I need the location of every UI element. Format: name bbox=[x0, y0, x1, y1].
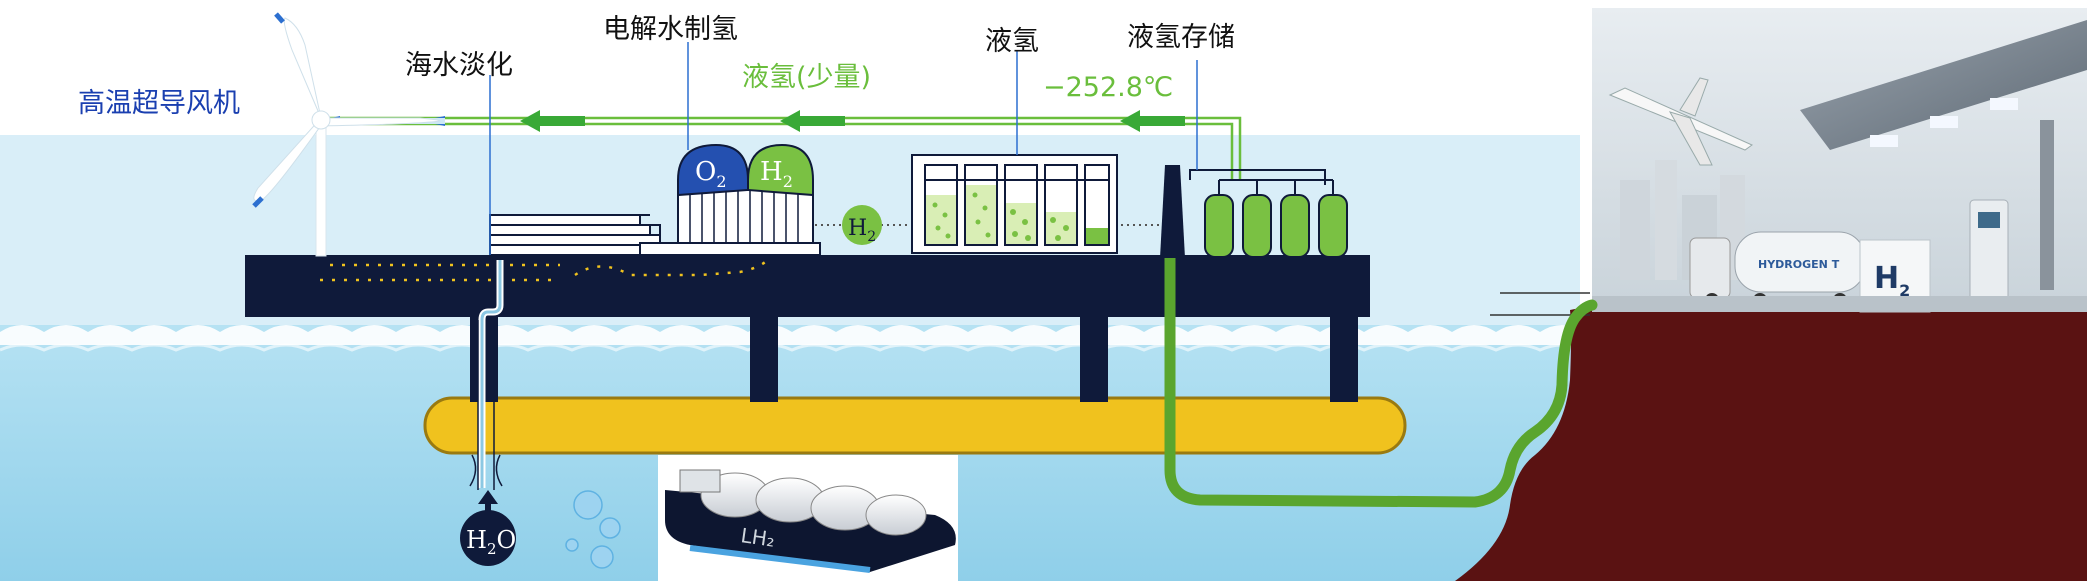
h2o-intake-marker: H2O bbox=[460, 490, 516, 566]
label-liquid-h2: 液氢 bbox=[985, 26, 1039, 57]
sea-waves-2 bbox=[0, 343, 1585, 352]
lh2-storage bbox=[1160, 165, 1348, 258]
land-h2-pipeline bbox=[1164, 249, 1598, 508]
liquefaction-unit bbox=[911, 154, 1118, 254]
sea-waves bbox=[0, 325, 1584, 345]
svg-text:H2O: H2O bbox=[466, 526, 516, 558]
wind-turbine bbox=[252, 12, 441, 257]
label-storage: 液氢存储 bbox=[1127, 22, 1235, 53]
land bbox=[1455, 307, 2087, 581]
label-temperature: −252.8℃ bbox=[1043, 72, 1173, 103]
o2-tank-label: O2 bbox=[695, 157, 727, 191]
ship-lh2-marking: LH₂ bbox=[739, 523, 776, 552]
intake-bracket bbox=[469, 454, 503, 487]
h2-molecule-marker: H2 bbox=[842, 205, 882, 245]
truck-label: HYDROGEN T bbox=[1758, 258, 1840, 271]
lh2-return-line bbox=[320, 116, 1242, 180]
pontoon bbox=[423, 396, 1407, 455]
svg-text:H2: H2 bbox=[848, 216, 876, 245]
seawater-intake-pipe bbox=[477, 260, 504, 490]
hydrogen-station-photo: HYDROGEN T H2 bbox=[1592, 8, 2087, 313]
bubbles bbox=[565, 490, 621, 569]
label-electrolysis: 电解水制氢 bbox=[603, 14, 738, 45]
airplane-icon bbox=[1608, 77, 1753, 166]
svg-text:H2: H2 bbox=[1874, 261, 1910, 300]
label-turbine: 高温超导风机 bbox=[78, 88, 240, 119]
platform-deck bbox=[245, 255, 1370, 317]
lh2-tanker-ship: LH₂ bbox=[658, 455, 958, 581]
leader-lines bbox=[489, 42, 1198, 255]
electrolysis-unit: O2 H2 bbox=[639, 143, 821, 256]
deck-dotted-lines bbox=[320, 257, 771, 282]
label-lh2-small: 液氢(少量) bbox=[742, 62, 871, 93]
h2-tank-label: H2 bbox=[760, 157, 793, 191]
flow-arrows bbox=[520, 110, 1185, 132]
label-desalination: 海水淡化 bbox=[405, 50, 513, 81]
